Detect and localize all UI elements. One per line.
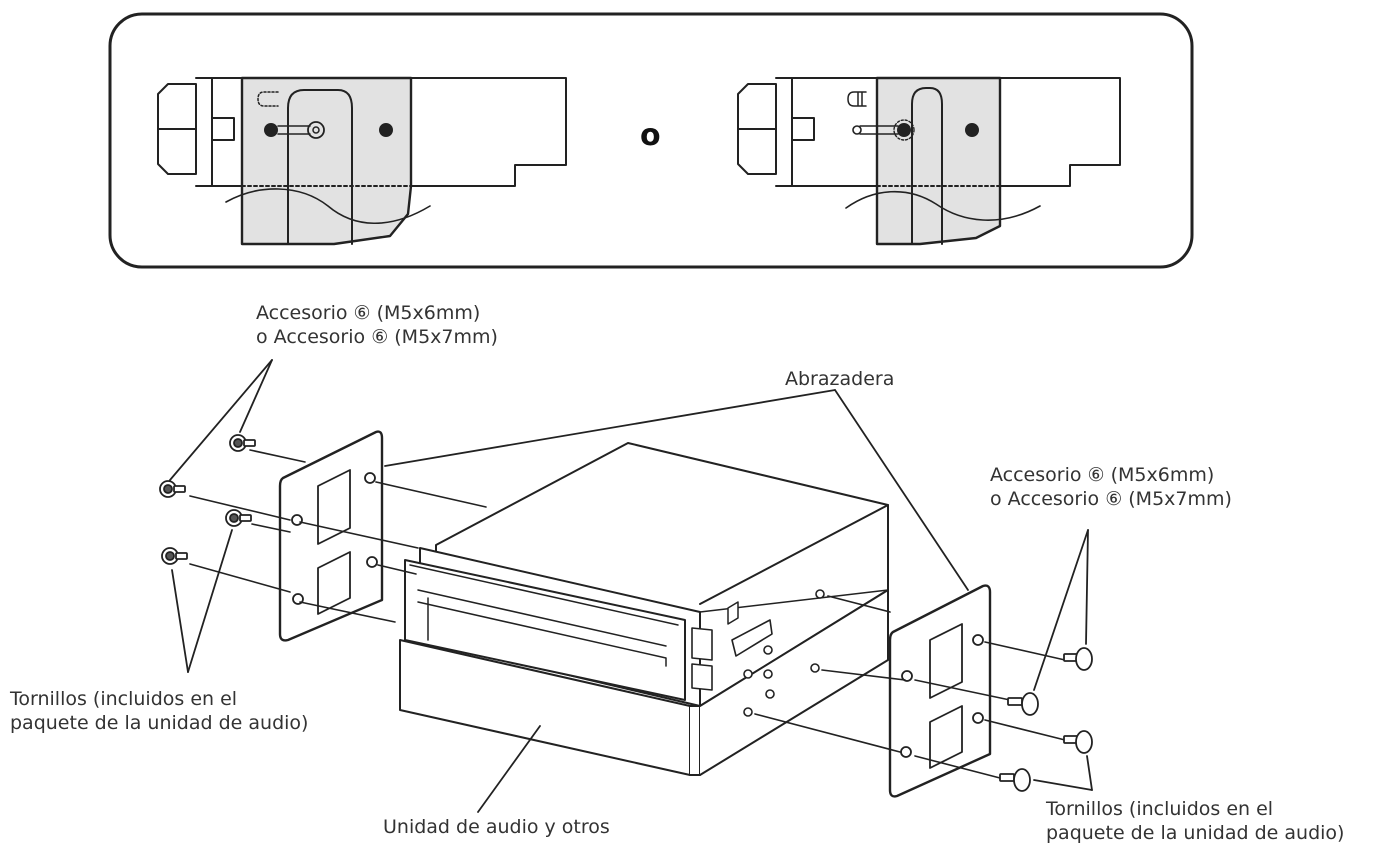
right-dash-guides — [754, 595, 1066, 779]
accessory-label-left-line2: o Accesorio ⑥ (M5x7mm) — [256, 326, 498, 348]
screw-icon — [1063, 730, 1093, 754]
inset-frame — [108, 12, 1194, 269]
screws-label-right-line1: Tornillos (incluidos en el — [1046, 798, 1274, 820]
screw-icon — [161, 547, 188, 565]
inset-detail-right — [737, 76, 1121, 246]
accessory-label-right-line1: Accesorio ⑥ (M5x6mm) — [990, 464, 1215, 486]
accessory-label-right-line2: o Accesorio ⑥ (M5x7mm) — [990, 488, 1232, 510]
screw-icon — [1007, 692, 1039, 716]
inset-separator: o — [640, 118, 661, 153]
screws-label-left-line1: Tornillos (incluidos en el — [10, 688, 238, 710]
screws-label-right-line2: paquete de la unidad de audio) — [1046, 822, 1345, 844]
screw-icon — [1063, 647, 1093, 671]
clamp-label: Abrazadera — [785, 368, 895, 390]
accessory-label-left-line1: Accesorio ⑥ (M5x6mm) — [256, 302, 481, 324]
inset-detail-left — [157, 76, 567, 246]
audio-unit-label: Unidad de audio y otros — [383, 816, 610, 838]
screw-icon — [225, 509, 252, 527]
screws-label-left-line2: paquete de la unidad de audio) — [10, 712, 309, 734]
audio-unit — [399, 442, 889, 776]
leader-lines — [169, 359, 1093, 813]
screw-icon — [229, 434, 256, 452]
right-bracket — [888, 584, 992, 798]
left-dash-guides — [189, 449, 487, 623]
left-bracket — [278, 430, 384, 642]
screw-icon — [999, 768, 1031, 792]
screw-icon — [159, 480, 186, 498]
left-screws — [159, 434, 256, 565]
right-screws — [999, 647, 1093, 792]
